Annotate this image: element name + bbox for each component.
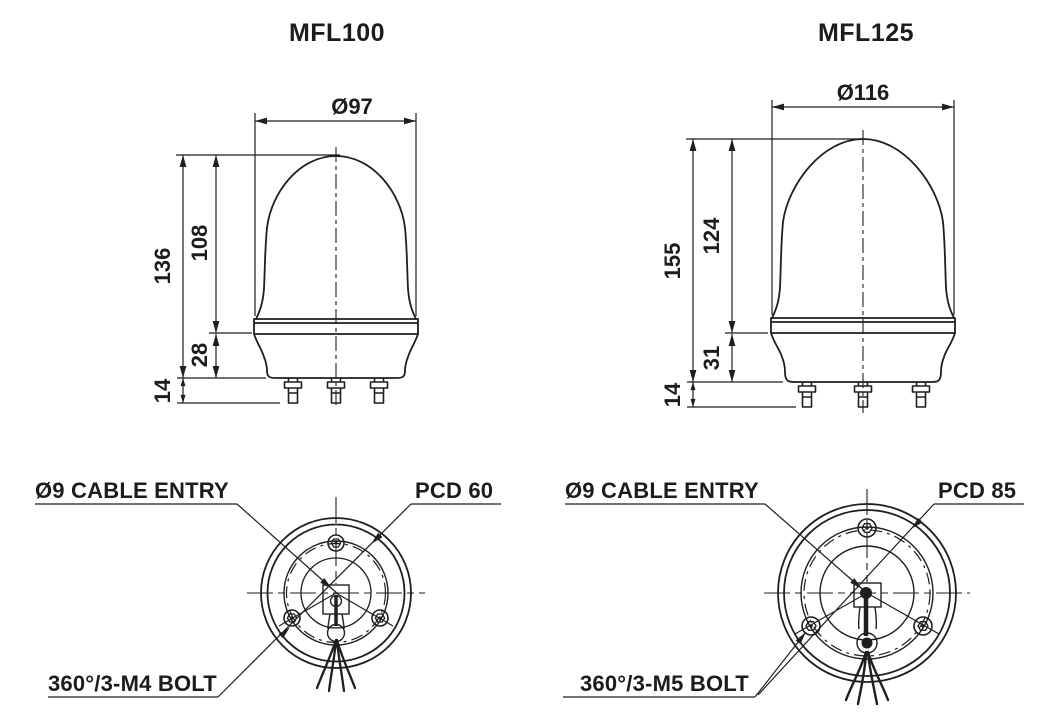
mfl125-bolt-center [853, 382, 873, 408]
mfl100-bolt-left [283, 378, 303, 404]
bolt-hole-lower-right [371, 609, 389, 627]
gland-slot [857, 606, 878, 630]
dim-base-height: 31 [699, 346, 724, 370]
bolt-leader [754, 631, 807, 698]
mfl100-bolt-center [326, 378, 346, 404]
mfl100-front-view: Ø97 136 108 28 14 [150, 94, 419, 409]
mfl125-front-view: Ø116 155 124 31 14 [660, 80, 956, 413]
cable-entry-leader [764, 503, 870, 596]
figure-mfl125: MFL125 Ø116 155 124 31 [563, 19, 1024, 706]
bolt-label: 360°/3-M5 BOLT [580, 671, 749, 696]
mfl125-dimensions: Ø116 155 124 31 14 [660, 80, 955, 408]
cable-wires [315, 638, 357, 693]
dim-base-height: 28 [187, 343, 212, 367]
bolt-hole-lower-left [801, 616, 821, 636]
cable-entry-label: Ø9 CABLE ENTRY [35, 478, 229, 503]
bolt-hole-top [327, 534, 345, 552]
pcd-label: PCD 60 [415, 478, 493, 503]
cable-entry-label: Ø9 CABLE ENTRY [565, 478, 759, 503]
mfl100-dimensions: Ø97 136 108 28 14 [150, 94, 417, 404]
dim-diameter: Ø97 [331, 94, 373, 119]
bolt-label: 360°/3-M4 BOLT [48, 671, 217, 696]
mfl100-bolt-right [369, 378, 389, 404]
leader-arrow [795, 632, 806, 645]
pcd-bolt-leader [217, 503, 412, 698]
pcd-label: PCD 85 [938, 478, 1016, 503]
cable-gland [315, 584, 357, 693]
leader-arrow [278, 627, 290, 639]
leader-arrow [371, 532, 383, 544]
mfl100-bottom-view: Ø9 CABLE ENTRY PCD 60 360°/3-M4 BOLT [35, 478, 501, 698]
leader-arrow [911, 517, 923, 529]
cable-core [861, 637, 873, 649]
cable-entry-leader [236, 503, 339, 595]
dim-bolt-length: 14 [150, 378, 175, 403]
mfl100-callouts: Ø9 CABLE ENTRY PCD 60 360°/3-M4 BOLT [35, 478, 501, 698]
mfl125-bolt-right [911, 382, 931, 408]
dim-upper-height: 124 [699, 217, 724, 254]
mfl125-bottom-view: Ø9 CABLE ENTRY PCD 85 360°/3-M5 BOLT [563, 478, 1024, 706]
pcd-leader [757, 503, 935, 696]
bolt-hole-top [857, 518, 877, 538]
dim-diameter: Ø116 [837, 80, 890, 105]
mfl125-bolt-left [797, 382, 817, 408]
bolt-hole-lower-left [283, 609, 301, 627]
bolt-hole-lower-right [913, 616, 933, 636]
dim-total-height: 155 [660, 243, 685, 280]
mfl125-callouts: Ø9 CABLE ENTRY PCD 85 360°/3-M5 BOLT [563, 478, 1024, 698]
leader-arrow [850, 578, 862, 589]
gland-slot [327, 613, 345, 630]
dim-total-height: 136 [150, 248, 175, 285]
dim-upper-height: 108 [187, 225, 212, 262]
model-title-mfl100: MFL100 [289, 19, 385, 47]
figure-mfl100: MFL100 Ø97 136 108 28 [35, 19, 501, 698]
cable-wires [844, 650, 890, 706]
model-title-mfl125: MFL125 [818, 19, 914, 47]
dim-bolt-length: 14 [660, 382, 685, 407]
